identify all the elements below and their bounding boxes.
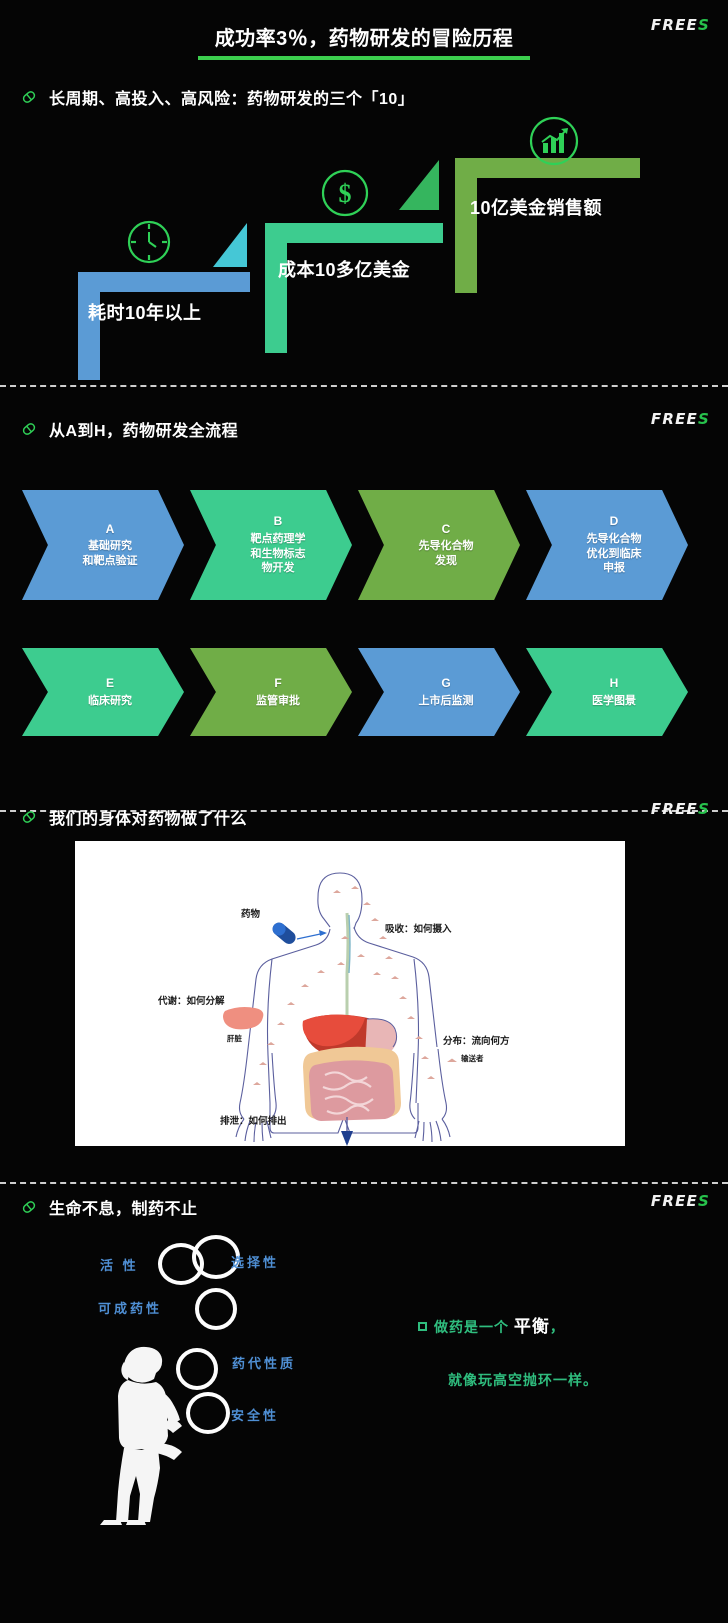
process-step-e-text: E 临床研究 bbox=[74, 676, 132, 708]
process-step-e-label: 临床研究 bbox=[88, 694, 132, 707]
pill-icon bbox=[22, 423, 36, 435]
brand-logo-green: S bbox=[697, 16, 710, 34]
statement-line-1-pre: 做药是一个 bbox=[434, 1319, 509, 1335]
process-step-c-label: 先导化合物发现 bbox=[418, 540, 474, 567]
stair-step-1-label: 耗时10年以上 bbox=[88, 303, 202, 323]
process-step-a-text: A 基础研究和靶点验证 bbox=[69, 522, 138, 569]
process-step-g-letter: G bbox=[441, 675, 451, 690]
section3-title: 我们的身体对药物做了什么 bbox=[49, 811, 248, 828]
label-metabolism: 代谢：如何分解 bbox=[158, 996, 225, 1007]
process-step-b-text: B 靶点药理学和生物标志物开发 bbox=[237, 514, 306, 575]
process-step-c[interactable]: C 先导化合物发现 bbox=[358, 490, 520, 600]
statement-line-2: 就像玩高空抛环一样。 bbox=[448, 1372, 598, 1388]
process-step-d-label: 先导化合物优化到临床申报 bbox=[586, 533, 642, 575]
label-absorption: 吸收：如何摄入 bbox=[385, 924, 452, 935]
process-row-1: A 基础研究和靶点验证 B 靶点药理学和生物标志物开发 C 先导化合物发现 D … bbox=[0, 490, 688, 600]
stair-step-2-label: 成本10多亿美金 bbox=[278, 260, 411, 280]
brand-logo-white: FREE bbox=[650, 410, 698, 428]
divider-2 bbox=[0, 810, 728, 812]
process-step-d-letter: D bbox=[609, 514, 619, 529]
label-excretion: 排泄：如何排出 bbox=[220, 1116, 287, 1127]
ring-label-druggability: 可成药性 bbox=[98, 1301, 163, 1316]
process-step-g[interactable]: G 上市后监测 bbox=[358, 648, 520, 736]
process-step-f-text: F 监管审批 bbox=[242, 676, 300, 708]
section3-header: 我们的身体对药物做了什么 bbox=[18, 805, 247, 829]
process-step-a[interactable]: A 基础研究和靶点验证 bbox=[22, 490, 184, 600]
accent-triangle-green bbox=[399, 160, 439, 210]
brand-logo-green: S bbox=[697, 1192, 710, 1210]
label-distribution: 分布：流向何方 bbox=[443, 1036, 510, 1047]
section4-title: 生命不息，制药不止 bbox=[49, 1201, 198, 1218]
page-title: 成功率3％，药物研发的冒险历程 bbox=[0, 22, 728, 58]
ring-label-pk: 药代性质 bbox=[232, 1356, 297, 1371]
ring-label-selectivity: 选择性 bbox=[231, 1255, 280, 1270]
process-step-h-letter: H bbox=[609, 675, 619, 690]
process-step-h[interactable]: H 医学图景 bbox=[526, 648, 688, 736]
section2-title: 从A到H，药物研发全流程 bbox=[49, 423, 239, 440]
brand-logo-green: S bbox=[697, 800, 710, 818]
brand-logo-white: FREE bbox=[650, 1192, 698, 1210]
statement-line-1: 做药是一个 平衡， bbox=[418, 1312, 565, 1337]
title-underline bbox=[198, 56, 530, 60]
process-step-h-label: 医学图景 bbox=[592, 694, 636, 707]
brand-logo-3: FREES bbox=[651, 800, 710, 818]
process-step-e-letter: E bbox=[105, 675, 114, 690]
square-bullet-icon bbox=[418, 1322, 427, 1331]
human-body-illustration bbox=[223, 872, 457, 1146]
brand-logo-green: S bbox=[697, 410, 710, 428]
process-step-f[interactable]: F 监管审批 bbox=[190, 648, 352, 736]
statement-highlight: 平衡 bbox=[513, 1317, 550, 1336]
section4-header: 生命不息，制药不止 bbox=[18, 1195, 198, 1219]
dollar-icon: $ bbox=[320, 168, 370, 223]
brand-logo-2: FREES bbox=[651, 410, 710, 428]
ring-label-activity: 活 性 bbox=[100, 1258, 139, 1273]
label-transporter: 输送者 bbox=[461, 1054, 484, 1063]
pill-icon bbox=[22, 1201, 36, 1213]
brand-logo: FREES bbox=[651, 16, 710, 34]
process-step-g-label: 上市后监测 bbox=[418, 694, 474, 707]
section1-header: 长周期、高投入、高风险：药物研发的三个「10」 bbox=[18, 85, 414, 109]
divider-3 bbox=[0, 1182, 728, 1184]
process-step-a-letter: A bbox=[105, 521, 115, 536]
accent-triangle-cyan bbox=[213, 223, 247, 267]
brand-logo-white: FREE bbox=[650, 800, 698, 818]
process-row-2: E 临床研究 F 监管审批 G 上市后监测 H 医学图景 bbox=[0, 648, 688, 736]
section1-staircase: 10亿美金销售额 $ 成本10多亿美金 bbox=[0, 110, 728, 380]
process-step-d-text: D 先导化合物优化到临床申报 bbox=[573, 514, 642, 575]
juggler-silhouette bbox=[100, 1346, 182, 1525]
clock-icon bbox=[125, 218, 173, 271]
process-step-f-label: 监管审批 bbox=[256, 694, 300, 707]
process-step-h-text: H 医学图景 bbox=[578, 676, 636, 708]
process-step-c-text: C 先导化合物发现 bbox=[405, 522, 474, 569]
statement-line-1-post: ， bbox=[549, 1319, 565, 1335]
label-drug: 药物 bbox=[241, 909, 261, 920]
ring-druggability bbox=[195, 1288, 237, 1330]
process-step-c-letter: C bbox=[441, 521, 451, 536]
stair-step-3-label: 10亿美金销售额 bbox=[470, 198, 603, 218]
pharmacokinetics-diagram: 药物 吸收：如何摄入 代谢：如何分解 肝脏 分布：流向何方 输送者 排泄：如何排… bbox=[75, 841, 625, 1146]
ring-safety bbox=[186, 1392, 230, 1434]
process-step-f-letter: F bbox=[274, 675, 282, 690]
section1-title: 长周期、高投入、高风险：药物研发的三个「10」 bbox=[49, 91, 415, 108]
ring-pk bbox=[176, 1348, 218, 1390]
process-step-g-text: G 上市后监测 bbox=[405, 676, 474, 708]
pill-icon bbox=[22, 811, 36, 823]
process-step-d[interactable]: D 先导化合物优化到临床申报 bbox=[526, 490, 688, 600]
process-step-e[interactable]: E 临床研究 bbox=[22, 648, 184, 736]
page-title-text: 成功率3％，药物研发的冒险历程 bbox=[214, 28, 514, 50]
process-step-a-label: 基础研究和靶点验证 bbox=[82, 540, 138, 567]
process-step-b[interactable]: B 靶点药理学和生物标志物开发 bbox=[190, 490, 352, 600]
section2-header: 从A到H，药物研发全流程 bbox=[18, 417, 238, 441]
brand-logo-white: FREE bbox=[650, 16, 698, 34]
divider-1 bbox=[0, 385, 728, 387]
process-step-b-label: 靶点药理学和生物标志物开发 bbox=[250, 533, 306, 575]
process-step-b-letter: B bbox=[273, 514, 283, 529]
pill-icon bbox=[22, 91, 36, 103]
ring-label-safety: 安全性 bbox=[231, 1408, 280, 1423]
brand-logo-4: FREES bbox=[651, 1192, 710, 1210]
svg-text:$: $ bbox=[339, 179, 352, 208]
label-liver: 肝脏 bbox=[227, 1034, 242, 1043]
ring-selectivity bbox=[192, 1235, 240, 1279]
growth-chart-icon bbox=[528, 115, 580, 172]
